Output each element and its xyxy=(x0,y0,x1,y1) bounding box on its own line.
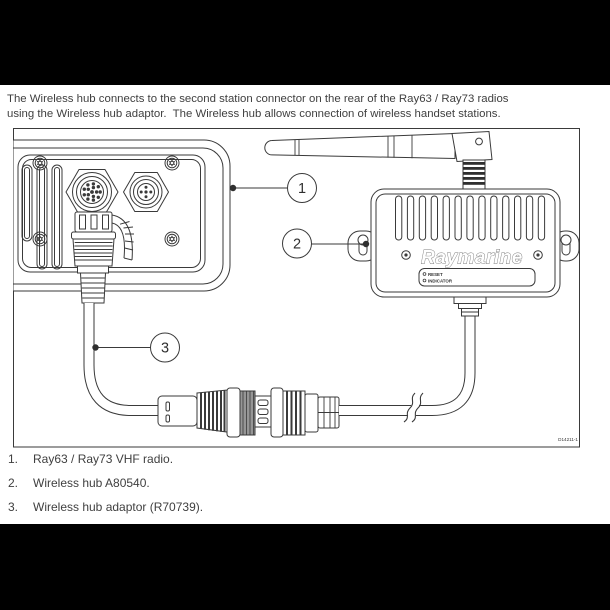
connection-diagram: Raymarine RESET INDICATOR xyxy=(13,128,580,448)
top-letterbox xyxy=(0,0,610,85)
manual-page: The Wireless hub connects to the second … xyxy=(0,85,610,524)
radio-connector-12pin xyxy=(65,169,119,215)
keyhole-slot-right xyxy=(560,234,572,256)
legend-item-text: Ray63 / Ray73 VHF radio. xyxy=(33,452,174,466)
hub-led-indicator-label: INDICATOR xyxy=(428,279,453,284)
legend-item-number: 1. xyxy=(8,452,19,466)
intro-paragraph: The Wireless hub connects to the second … xyxy=(7,92,607,122)
legend-item-number: 2. xyxy=(8,476,19,490)
hub-led-reset-label: RESET xyxy=(428,272,443,277)
intro-line-2: using the Wireless hub adaptor. The Wire… xyxy=(7,108,501,120)
callout-2: 2 xyxy=(282,228,370,259)
bottom-letterbox xyxy=(0,524,610,610)
radio-rear-illustration xyxy=(13,139,231,304)
adaptor-connector-pair xyxy=(157,387,340,438)
callout-2-dot xyxy=(362,240,370,248)
drawing-number: D14211-1 xyxy=(558,437,578,442)
hub-led-label: RESET INDICATOR xyxy=(418,268,536,287)
legend-list: 1. Ray63 / Ray73 VHF radio. 2. Wireless … xyxy=(8,453,203,525)
callout-3-marker xyxy=(150,332,180,363)
legend-item-text: Wireless hub adaptor (R70739). xyxy=(33,500,204,514)
callout-1: 1 xyxy=(229,173,317,203)
hub-cable xyxy=(339,316,476,428)
legend-item: 3. Wireless hub adaptor (R70739). xyxy=(8,501,203,514)
callout-1-marker xyxy=(287,173,317,203)
radio-cable xyxy=(83,303,158,416)
plug-corrugated-boot xyxy=(111,214,134,261)
callout-2-number: 2 xyxy=(293,237,301,253)
radio-connector-5pin xyxy=(123,172,169,212)
cable-break-symbol xyxy=(403,392,424,428)
hub-screws xyxy=(401,250,543,260)
hub-antenna xyxy=(264,130,493,190)
intro-line-1: The Wireless hub connects to the second … xyxy=(7,93,509,105)
legend-item: 1. Ray63 / Ray73 VHF radio. xyxy=(8,453,203,466)
hub-brand-logo: Raymarine xyxy=(421,248,523,269)
callout-3: 3 xyxy=(92,332,180,363)
callout-3-dot xyxy=(92,344,99,351)
hub-cable-gland xyxy=(453,296,487,317)
legend-item: 2. Wireless hub A80540. xyxy=(8,477,203,490)
hub-illustration: Raymarine RESET INDICATOR xyxy=(264,130,580,317)
callout-3-number: 3 xyxy=(161,341,169,357)
panel-screws xyxy=(32,155,180,247)
adaptor-plug xyxy=(71,211,116,304)
hub-vent-slats xyxy=(395,195,546,241)
callout-1-dot xyxy=(229,184,237,192)
speaker-slots xyxy=(21,164,63,270)
callout-2-marker xyxy=(282,228,312,259)
legend-item-number: 3. xyxy=(8,500,19,514)
legend-item-text: Wireless hub A80540. xyxy=(33,476,150,490)
callout-1-number: 1 xyxy=(298,181,306,197)
